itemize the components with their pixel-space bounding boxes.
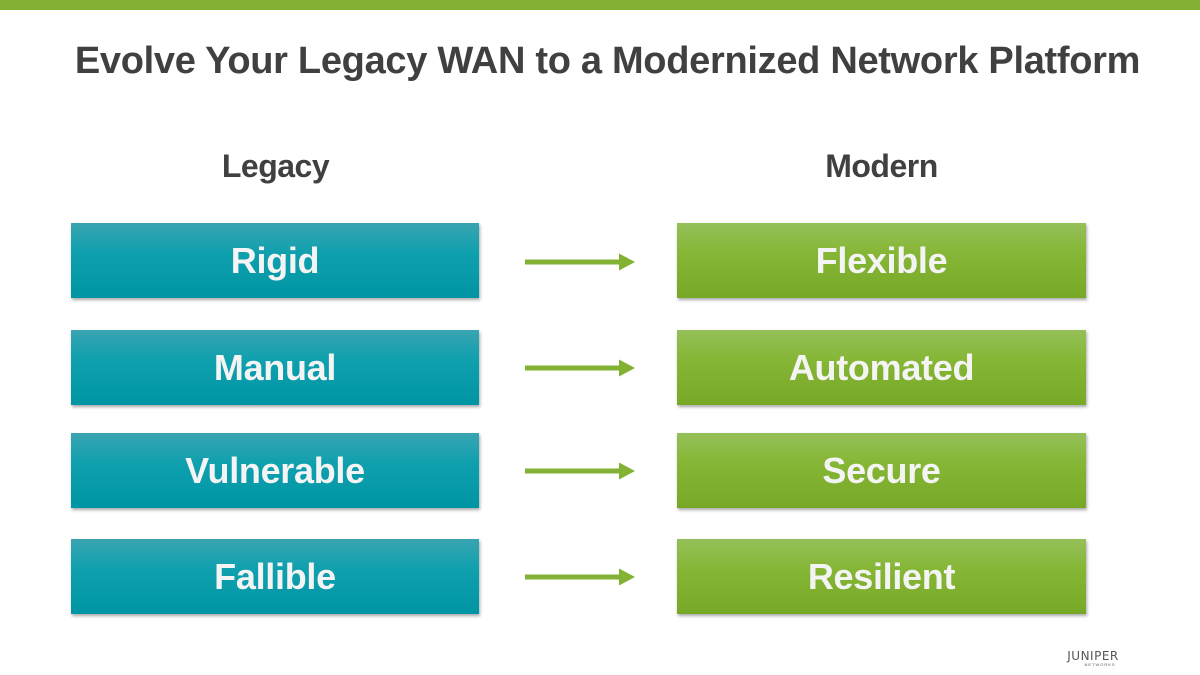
- modern-box-automated: Automated: [677, 330, 1086, 405]
- legacy-column-heading: Legacy: [221, 148, 330, 184]
- legacy-box-rigid: Rigid: [71, 223, 479, 298]
- legacy-box-vulnerable: Vulnerable: [71, 433, 479, 508]
- slide-title: Evolve Your Legacy WAN to a Modernized N…: [74, 40, 1141, 82]
- legacy-box-manual: Manual: [71, 330, 479, 405]
- modern-column-heading: Modern: [825, 148, 938, 184]
- modern-box-flexible: Flexible: [677, 223, 1086, 298]
- modern-box-secure: Secure: [677, 433, 1086, 508]
- modern-box-resilient: Resilient: [677, 539, 1086, 614]
- legacy-box-fallible: Fallible: [71, 539, 479, 614]
- logo-wordmark: JUNIPER: [1067, 649, 1119, 663]
- top-accent-bar: [0, 0, 1200, 10]
- arrow-right-icon: [525, 568, 635, 586]
- arrow-right-icon: [525, 359, 635, 377]
- juniper-logo: JUNIPER NETWORKS: [1058, 650, 1128, 667]
- logo-subtext: NETWORKS: [1084, 662, 1116, 667]
- arrow-right-icon: [525, 462, 635, 480]
- arrow-right-icon: [525, 253, 635, 271]
